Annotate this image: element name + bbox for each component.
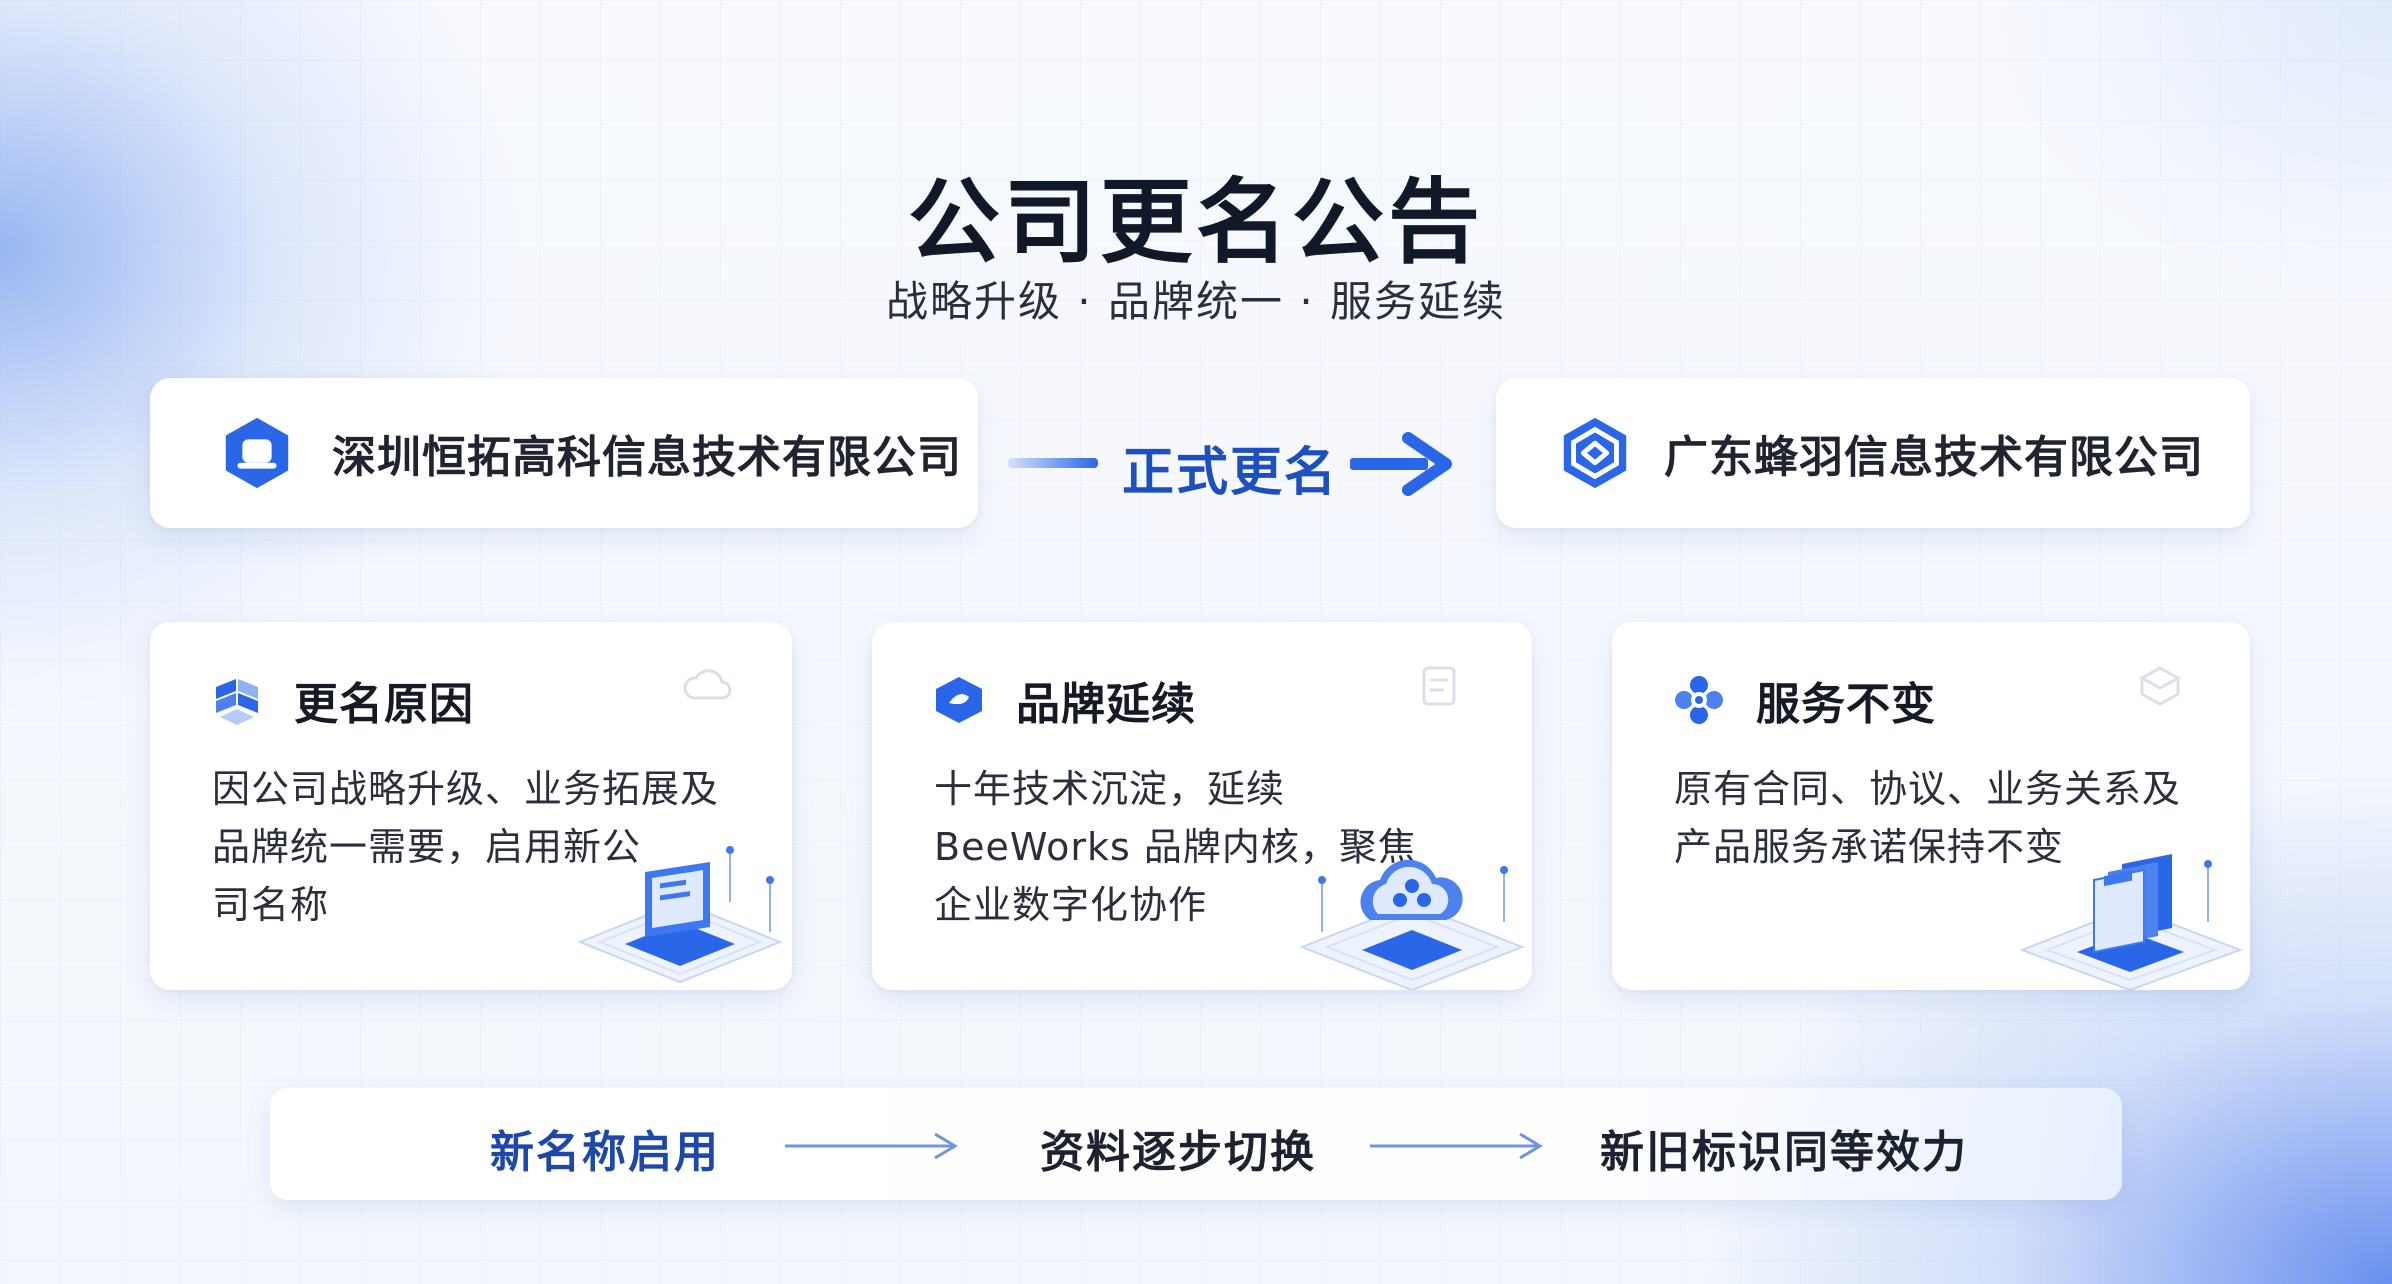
card-title: 品牌延续 [1016, 679, 1196, 730]
document-icon [1422, 666, 1456, 706]
card-header: 品牌延续 [932, 668, 1196, 732]
card-line: BeeWorks 品牌内核，聚焦 [934, 825, 1417, 869]
card-line: 司名称 [212, 883, 330, 927]
page-title: 公司更名公告 [907, 169, 1484, 276]
card-line: 产品服务承诺保持不变 [1674, 825, 2065, 869]
card-title: 服务不变 [1756, 679, 1936, 730]
card-rename-reason: 更名原因 因公司战略升级、业务拓展及 品牌统一需要，启用新公 司名称 [150, 622, 792, 990]
old-company-card: 深圳恒拓高科信息技术有限公司 [150, 378, 978, 528]
cloud-platform-illustration-icon [1299, 859, 1525, 990]
card-body: 因公司战略升级、业务拓展及 品牌统一需要，启用新公 司名称 [212, 760, 719, 934]
transition-dash [1008, 458, 1098, 468]
card-line: 十年技术沉淀，延续 [934, 767, 1286, 811]
card-title: 更名原因 [294, 679, 474, 730]
card-brand-continuity: 品牌延续 十年技术沉淀，延续 BeeWorks 品牌内核，聚焦 企业数字化协作 [872, 622, 1532, 990]
arrow-right-icon [785, 1132, 958, 1160]
rename-transition: 正式更名 [1000, 420, 1470, 503]
card-service-unchanged: 服务不变 原有合同、协议、业务关系及 产品服务承诺保持不变 [1612, 622, 2250, 990]
card-body: 原有合同、协议、业务关系及 产品服务承诺保持不变 [1674, 760, 2181, 876]
page-subtitle: 战略升级 · 品牌统一 · 服务延续 [885, 277, 1507, 326]
old-company-name: 深圳恒拓高科信息技术有限公司 [332, 432, 962, 483]
hexagon-chat-icon [225, 417, 289, 489]
flow-step: 资料逐步切换 [1040, 1127, 1316, 1178]
stacked-panels-illustration-icon [2019, 854, 2243, 990]
card-line: 因公司战略升级、业务拓展及 [212, 767, 720, 811]
card-body: 十年技术沉淀，延续 BeeWorks 品牌内核，聚焦 企业数字化协作 [934, 760, 1417, 934]
cloud-icon [683, 669, 732, 700]
card-line: 原有合同、协议、业务关系及 [1674, 767, 2182, 811]
arrow-right-icon [1350, 432, 1452, 496]
new-company-card: 广东蜂羽信息技术有限公司 [1496, 378, 2250, 528]
new-company-name: 广东蜂羽信息技术有限公司 [1664, 432, 2204, 483]
cube-icon [2138, 666, 2182, 706]
transition-label: 正式更名 [1122, 443, 1339, 503]
layered-stack-icon [216, 679, 258, 725]
arrow-right-icon [1370, 1132, 1543, 1160]
card-header: 服务不变 [1672, 668, 1936, 732]
card-header: 更名原因 [210, 668, 474, 732]
computer-illustration-icon [577, 846, 783, 984]
card-line: 品牌统一需要，启用新公 [212, 825, 642, 869]
shield-link-icon [936, 677, 982, 723]
card-line: 企业数字化协作 [934, 883, 1208, 927]
flow-step: 新旧标识同等效力 [1600, 1127, 1968, 1178]
flower-gear-icon [1675, 676, 1723, 724]
hexagon-diamond-icon [1563, 417, 1627, 489]
flow-step: 新名称启用 [490, 1127, 720, 1178]
process-flow-bar: 新名称启用 资料逐步切换 新旧标识同等效力 [270, 1088, 2122, 1200]
